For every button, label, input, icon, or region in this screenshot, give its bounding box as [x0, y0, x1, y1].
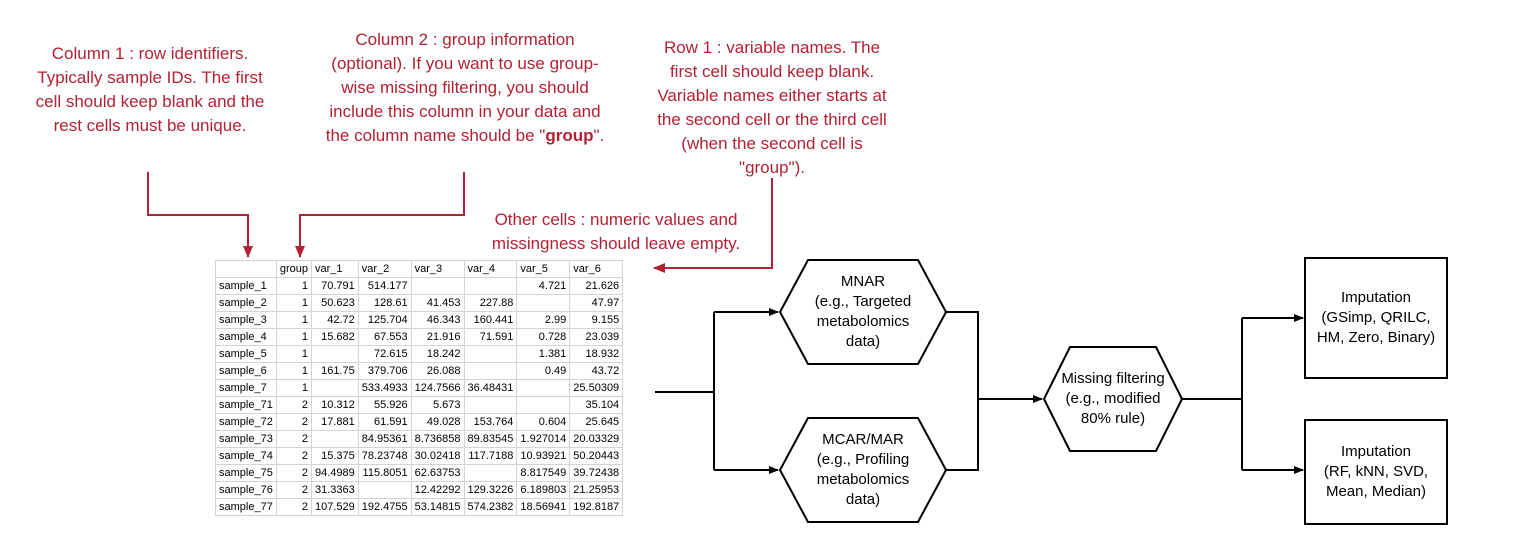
filter-line-3: 80% rule) [1080, 410, 1146, 427]
table-cell: 61.591 [357, 413, 412, 431]
arrow-column-2 [295, 172, 465, 258]
table-cell: 161.75 [310, 362, 359, 380]
row-id-cell: sample_2 [215, 294, 277, 312]
table-cell: 192.8187 [569, 498, 624, 516]
filter-line-1: Missing filtering [1061, 370, 1165, 387]
table-cell: 41.453 [410, 294, 465, 312]
table-cell: 107.529 [310, 498, 359, 516]
mcar-line-1: MCAR/MAR [822, 431, 904, 448]
mcar-line-4: data) [845, 491, 881, 508]
table-cell: 4.721 [516, 277, 571, 295]
mcar-label: MCAR/MAR (e.g., Profiling metabolomics d… [790, 430, 936, 510]
imp1-line-3: HM, Zero, Binary) [1316, 329, 1436, 346]
note-row-1: Row 1 : variable names. The first cell s… [657, 38, 887, 177]
table-cell: 53.14815 [410, 498, 465, 516]
mnar-line-4: data) [845, 333, 881, 350]
imp2-line-3: Mean, Median) [1325, 483, 1427, 500]
imp2-line-1: Imputation [1340, 443, 1412, 460]
line-mnar-out [946, 311, 979, 471]
table-cell: 23.039 [569, 328, 624, 346]
row-id-cell: sample_6 [215, 362, 277, 380]
row-id-cell: sample_73 [215, 430, 277, 448]
note-other-cells: Other cells : numeric values and missing… [491, 210, 741, 253]
imputation-box-1 [1304, 257, 1448, 379]
table-cell: 1.381 [516, 345, 571, 363]
table-cell: 21.25953 [569, 481, 624, 499]
note-column-2-bold: group [545, 126, 594, 145]
note-column-2: Column 2 : group information (optional).… [322, 28, 608, 148]
table-cell: 8.736858 [410, 430, 465, 448]
filter-line-2: (e.g., modified [1065, 390, 1161, 407]
table-cell: 18.932 [569, 345, 624, 363]
table-cell: 21.916 [410, 328, 465, 346]
imp1-line-1: Imputation [1340, 289, 1412, 306]
table-cell: 124.7566 [410, 379, 465, 397]
imp1-line-2: (GSimp, QRILC, [1321, 309, 1431, 326]
table-header-cell: group [275, 260, 312, 278]
table-header-cell: var_4 [463, 260, 518, 278]
table-cell: 25.50309 [569, 379, 624, 397]
table-cell: 30.02418 [410, 447, 465, 465]
imputation-box-2 [1304, 419, 1448, 525]
filter-label: Missing filtering (e.g., modified 80% ru… [1046, 369, 1180, 429]
table-cell: 2 [275, 396, 312, 414]
table-cell: 0.604 [516, 413, 571, 431]
note-column-1: Column 1 : row identifiers. Typically sa… [35, 44, 265, 135]
mnar-line-1: MNAR [840, 273, 886, 290]
table-cell: 2 [275, 498, 312, 516]
row-id-cell: sample_77 [215, 498, 277, 516]
mcar-line-3: metabolomics [816, 471, 910, 488]
arrow-row-1 [653, 178, 773, 273]
table-cell: 18.56941 [516, 498, 571, 516]
mnar-line-3: metabolomics [816, 313, 910, 330]
table-cell: 2.99 [516, 311, 571, 329]
table-cell: 50.20443 [569, 447, 624, 465]
table-cell: 46.343 [410, 311, 465, 329]
table-header-cell: var_5 [516, 260, 571, 278]
table-cell: 0.49 [516, 362, 571, 380]
mcar-hexagon [778, 417, 948, 523]
table-cell: 514.177 [357, 277, 412, 295]
mnar-label: MNAR (e.g., Targeted metabolomics data) [790, 272, 936, 352]
filter-hexagon [1042, 346, 1184, 452]
table-header-cell: var_6 [569, 260, 624, 278]
note-column-2-end: ". [593, 126, 605, 145]
mcar-line-2: (e.g., Profiling [816, 451, 910, 468]
table-cell: 0.728 [516, 328, 571, 346]
row-id-cell: sample_1 [215, 277, 277, 295]
note-column-2-text: Column 2 : group information (optional).… [325, 30, 601, 145]
imputation-1-label: Imputation (GSimp, QRILC, HM, Zero, Bina… [1305, 288, 1447, 348]
mnar-hexagon [778, 259, 948, 365]
imputation-2-label: Imputation (RF, kNN, SVD, Mean, Median) [1305, 442, 1447, 502]
table-cell: 125.704 [357, 311, 412, 329]
table-cell: 71.591 [463, 328, 518, 346]
imp2-line-2: (RF, kNN, SVD, [1323, 463, 1429, 480]
table-cell: 6.189803 [516, 481, 571, 499]
table-cell: 8.817549 [516, 464, 571, 482]
mnar-line-2: (e.g., Targeted [814, 293, 912, 310]
table-cell: 153.764 [463, 413, 518, 431]
arrow-column-1 [147, 172, 253, 258]
table-cell: 533.4933 [357, 379, 412, 397]
table-cell: 15.375 [310, 447, 359, 465]
table-cell: 12.42292 [410, 481, 465, 499]
table-cell: 49.028 [410, 413, 465, 431]
